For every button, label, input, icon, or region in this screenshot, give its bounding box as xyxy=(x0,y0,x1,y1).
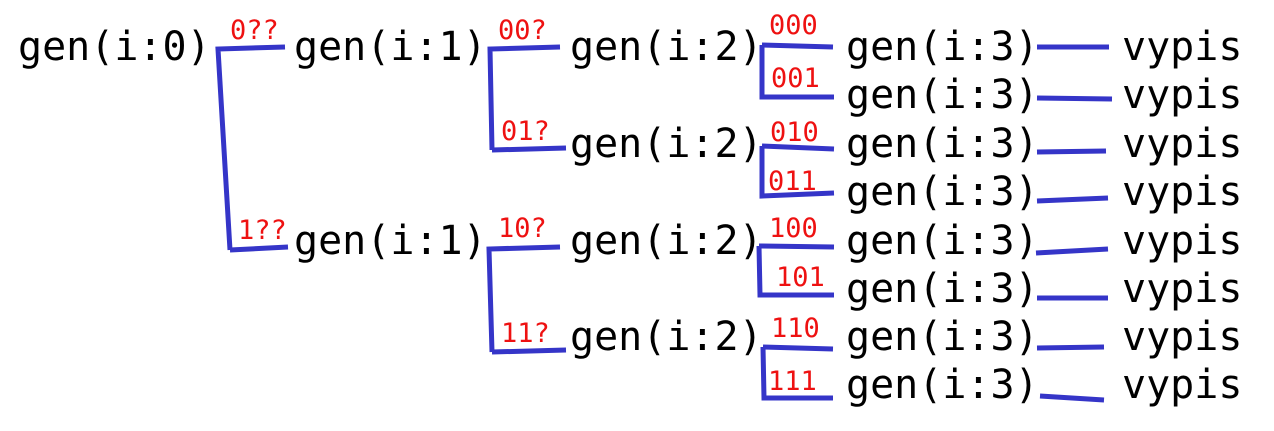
edge-n00-to-n000 xyxy=(761,42,834,50)
node-v000: vypis xyxy=(1122,24,1242,70)
edge-label-010: 010 xyxy=(770,117,819,148)
edge-label-100: 100 xyxy=(769,213,818,244)
node-v101: vypis xyxy=(1122,266,1242,312)
edge-n01-to-n011 xyxy=(759,146,835,199)
edge-n001-to-v001 xyxy=(1036,95,1113,102)
edge-root-to-n1 xyxy=(229,244,289,253)
edge-n10-to-n100 xyxy=(758,243,835,250)
node-n000: gen(i:3) xyxy=(846,24,1039,70)
node-n10: gen(i:2) xyxy=(570,218,763,264)
edge-label-1qq: 1?? xyxy=(238,215,287,246)
node-v010: vypis xyxy=(1122,121,1242,167)
edge-root-to-n0 xyxy=(215,44,286,251)
node-n001: gen(i:3) xyxy=(846,72,1039,118)
node-n11: gen(i:2) xyxy=(570,314,763,360)
node-n100: gen(i:3) xyxy=(846,218,1039,264)
edge-n01-to-n010 xyxy=(761,143,835,152)
node-v001: vypis xyxy=(1122,72,1242,118)
edge-label-10q: 10? xyxy=(498,213,547,244)
edge-n011-to-v011 xyxy=(1036,195,1109,204)
node-n0: gen(i:1) xyxy=(294,24,487,70)
node-n111: gen(i:3) xyxy=(846,362,1039,408)
edge-n110-to-v110 xyxy=(1036,344,1105,351)
node-n010: gen(i:3) xyxy=(846,121,1039,167)
edge-label-011: 011 xyxy=(768,166,817,197)
node-n00: gen(i:2) xyxy=(570,24,763,70)
node-root: gen(i:0) xyxy=(18,24,211,70)
edge-n1-to-n11 xyxy=(491,347,567,355)
edge-label-0qq: 0?? xyxy=(230,15,279,46)
edge-n11-to-n111 xyxy=(760,346,833,401)
node-n101: gen(i:3) xyxy=(846,266,1039,312)
node-v100: vypis xyxy=(1122,218,1242,264)
edge-n111-to-v111 xyxy=(1039,393,1105,403)
edge-label-001: 001 xyxy=(771,63,820,94)
node-n110: gen(i:3) xyxy=(846,314,1039,360)
edge-n0-to-n00 xyxy=(487,44,561,151)
edge-n10-to-n101 xyxy=(756,245,834,298)
node-v110: vypis xyxy=(1122,314,1242,360)
edge-label-110: 110 xyxy=(771,313,820,344)
edge-n0-to-n01 xyxy=(491,145,567,153)
edge-n1-to-n10 xyxy=(486,244,561,353)
edge-label-00q: 00? xyxy=(498,15,547,46)
node-n01: gen(i:2) xyxy=(570,121,763,167)
node-n011: gen(i:3) xyxy=(846,169,1039,215)
edge-n100-to-v100 xyxy=(1035,246,1109,256)
node-v111: vypis xyxy=(1122,362,1242,408)
edge-n010-to-v010 xyxy=(1036,148,1107,155)
edge-label-000: 000 xyxy=(769,10,818,41)
node-n1: gen(i:1) xyxy=(294,218,487,264)
edge-n11-to-n110 xyxy=(762,344,834,352)
edge-label-101: 101 xyxy=(776,262,825,293)
edge-label-111: 111 xyxy=(768,366,817,397)
edge-n00-to-n001 xyxy=(759,45,834,100)
edge-label-01q: 01? xyxy=(501,116,550,147)
node-v011: vypis xyxy=(1122,169,1242,215)
edge-label-11q: 11? xyxy=(501,318,550,349)
